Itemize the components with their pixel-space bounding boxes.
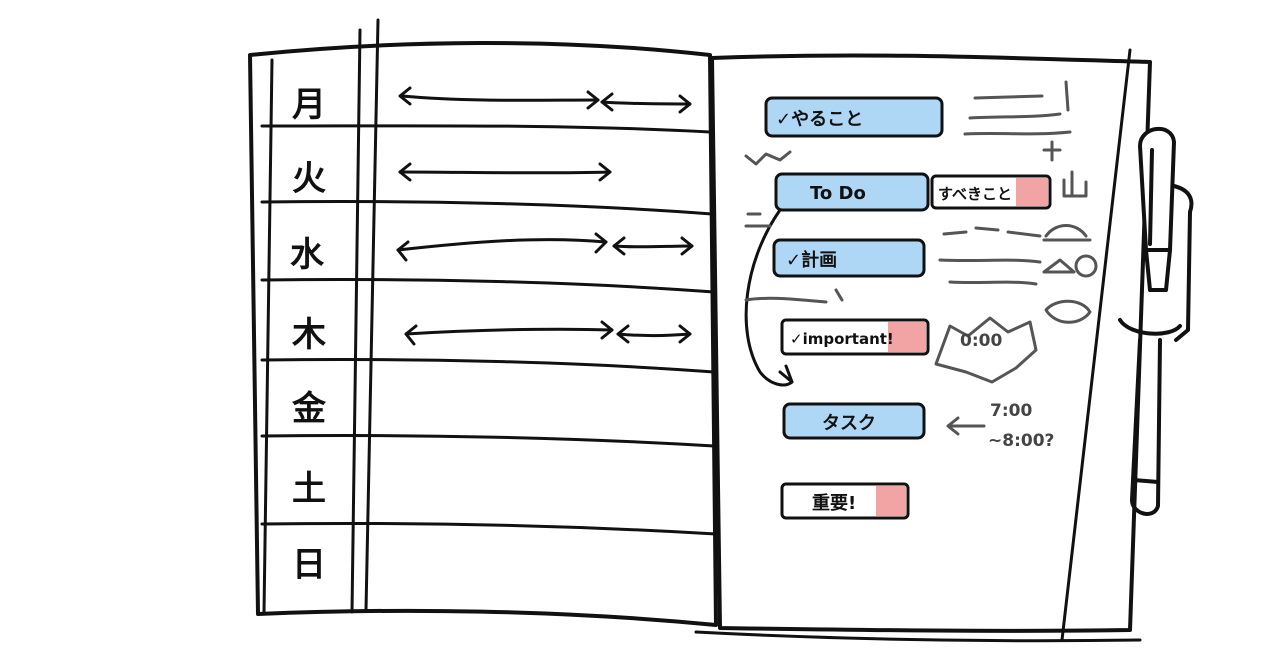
tag-subekikoto: すべきこと: [930, 174, 1052, 210]
row-line: [260, 358, 716, 374]
left-page: 月 火 水 木 金 土 日: [248, 18, 718, 627]
tag-todo: To Do: [774, 172, 930, 212]
tag-tasuku: タスク: [782, 402, 926, 440]
tag-juuyou: 重要!: [780, 482, 910, 520]
day-label-wed: 水: [290, 235, 325, 275]
tag-important-label: ✓important!: [790, 330, 894, 348]
tag-keikaku-label: ✓計画: [786, 249, 837, 271]
left-page-outline: [248, 41, 718, 627]
tag-subekikoto-label: すべきこと: [938, 185, 1012, 203]
pencil-scribbles: [744, 80, 1098, 436]
note-time-3: ~8:00?: [988, 431, 1054, 451]
tag-keikaku: ✓計画: [772, 238, 926, 278]
tag-yarukoto: ✓やること: [764, 96, 944, 138]
pen-icon: [1118, 126, 1194, 516]
note-time-2: 7:00: [990, 401, 1032, 421]
right-page: ✓やること To Do すべきこと ✓計画 ✓important! タスク: [694, 48, 1152, 643]
note-time-1: 0:00: [960, 331, 1002, 351]
day-label-thu: 木: [291, 315, 326, 355]
day-label-fri: 金: [291, 389, 327, 429]
day-label-sat: 土: [292, 469, 326, 509]
row-line: [260, 124, 712, 134]
day-label-sun: 日: [292, 545, 326, 585]
day-label-tue: 火: [292, 159, 326, 199]
tag-important: ✓important!: [780, 318, 930, 356]
tag-tasuku-label: タスク: [822, 413, 876, 434]
row-line: [260, 278, 716, 294]
row-line: [260, 200, 714, 216]
right-page-outline: [710, 53, 1152, 633]
tag-juuyou-label: 重要!: [812, 492, 856, 514]
tag-todo-label: To Do: [810, 183, 866, 204]
tag-yarukoto-label: ✓やること: [776, 109, 863, 130]
flow-arrow: [744, 208, 794, 387]
time-span-arrows: [396, 86, 694, 346]
day-label-mon: 月: [292, 85, 326, 125]
row-line: [260, 433, 716, 448]
row-line: [260, 521, 718, 536]
